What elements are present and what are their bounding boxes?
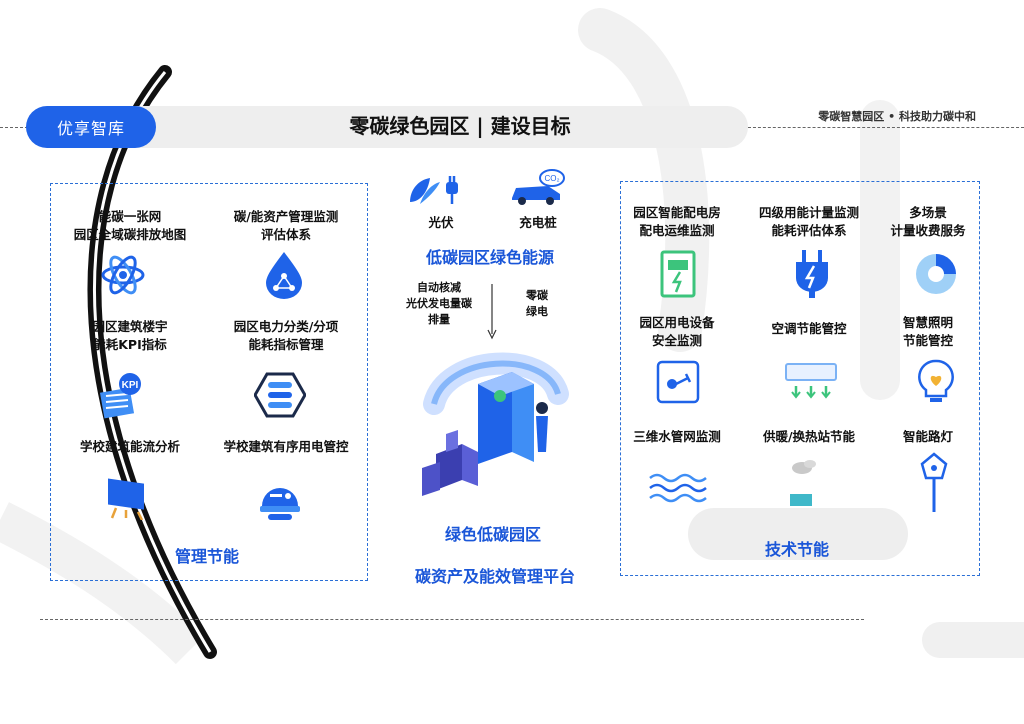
socket-plug-icon	[656, 360, 700, 404]
item-ac-control-label: 空调节能管控	[771, 321, 847, 336]
item-smart-lighting-label: 智慧照明 节能管控	[902, 315, 953, 348]
technical-energy-saving-panel	[620, 181, 980, 576]
management-energy-saving-panel	[50, 183, 368, 581]
atom-icon	[101, 255, 145, 295]
platform-title: 绿色低碳园区	[444, 525, 541, 544]
hexagon-list-icon	[254, 372, 306, 418]
item-power-classification-label: 园区电力分类/分项 能耗指标管理	[233, 319, 339, 352]
platform-subtitle: 碳资产及能效管理平台	[414, 567, 575, 586]
footer-divider	[40, 619, 864, 620]
header-divider-left	[0, 127, 28, 128]
bulb-icon	[918, 359, 954, 402]
item-carbon-map-label: 能碳一张网 园区全域碳排放地图	[73, 209, 187, 242]
plug-bolt-icon	[796, 250, 828, 298]
header-tagline: 零碳智慧园区 • 科技助力碳中和	[818, 110, 976, 123]
electric-car-icon: CO₂	[512, 169, 565, 205]
item-multi-scene-billing-label: 多场景 计量收费服务	[890, 205, 966, 238]
pie-chart-icon	[916, 254, 956, 294]
charger-label: 充电桩	[519, 215, 557, 230]
item-water-pipe-label: 三维水管网监测	[633, 429, 721, 444]
kpi-icon: KPI	[99, 373, 141, 419]
solar-leaf-plug-icon	[410, 176, 458, 204]
page-title: 零碳绿色园区 | 建设目标	[349, 114, 571, 138]
header-divider-right	[748, 127, 1024, 128]
item-street-lamp-label: 智能路灯	[902, 429, 953, 444]
solar-label: 光伏	[428, 215, 454, 230]
item-heating-station-label: 供暖/换热站节能	[762, 429, 856, 444]
control-dome-icon	[260, 488, 300, 520]
svg-text:KPI: KPI	[122, 380, 139, 391]
item-orderly-power-label: 学校建筑有序用电管控	[223, 439, 349, 454]
energy-source-title: 低碳园区绿色能源	[425, 248, 554, 267]
item-four-level-metering-label: 四级用能计量监测 能耗评估体系	[758, 205, 859, 238]
down-arrow-icon	[487, 284, 497, 340]
management-energy-saving-title: 管理节能	[174, 547, 239, 566]
easel-board-icon	[108, 478, 144, 520]
item-energy-flow-label: 学校建筑能流分析	[79, 439, 180, 454]
item-equipment-safety-label: 园区用电设备 安全监测	[639, 315, 715, 348]
technical-energy-saving-title: 技术节能	[764, 540, 829, 559]
electric-cabinet-icon	[660, 250, 696, 298]
zero-carbon-power-note: 零碳 绿电	[526, 289, 548, 318]
heating-station-icon	[790, 460, 816, 506]
auto-deduct-note: 自动核减 光伏发电量碳 排量	[406, 281, 472, 326]
street-lamp-icon	[920, 452, 948, 512]
water-drop-network-icon	[266, 252, 302, 299]
item-distribution-room-label: 园区智能配电房 配电运维监测	[633, 205, 721, 238]
footer-pill-decoration	[688, 508, 908, 560]
water-waves-icon	[649, 473, 707, 503]
co2-text: CO₂	[544, 174, 559, 183]
air-conditioner-icon	[785, 363, 837, 399]
platform-isometric-illustration	[422, 352, 569, 496]
item-kpi-label: 园区建筑楼宇 能耗KPI指标	[92, 319, 168, 352]
brand-logo: 优享智库	[26, 106, 156, 148]
item-asset-monitor-label: 碳/能资产管理监测 评估体系	[233, 209, 339, 242]
